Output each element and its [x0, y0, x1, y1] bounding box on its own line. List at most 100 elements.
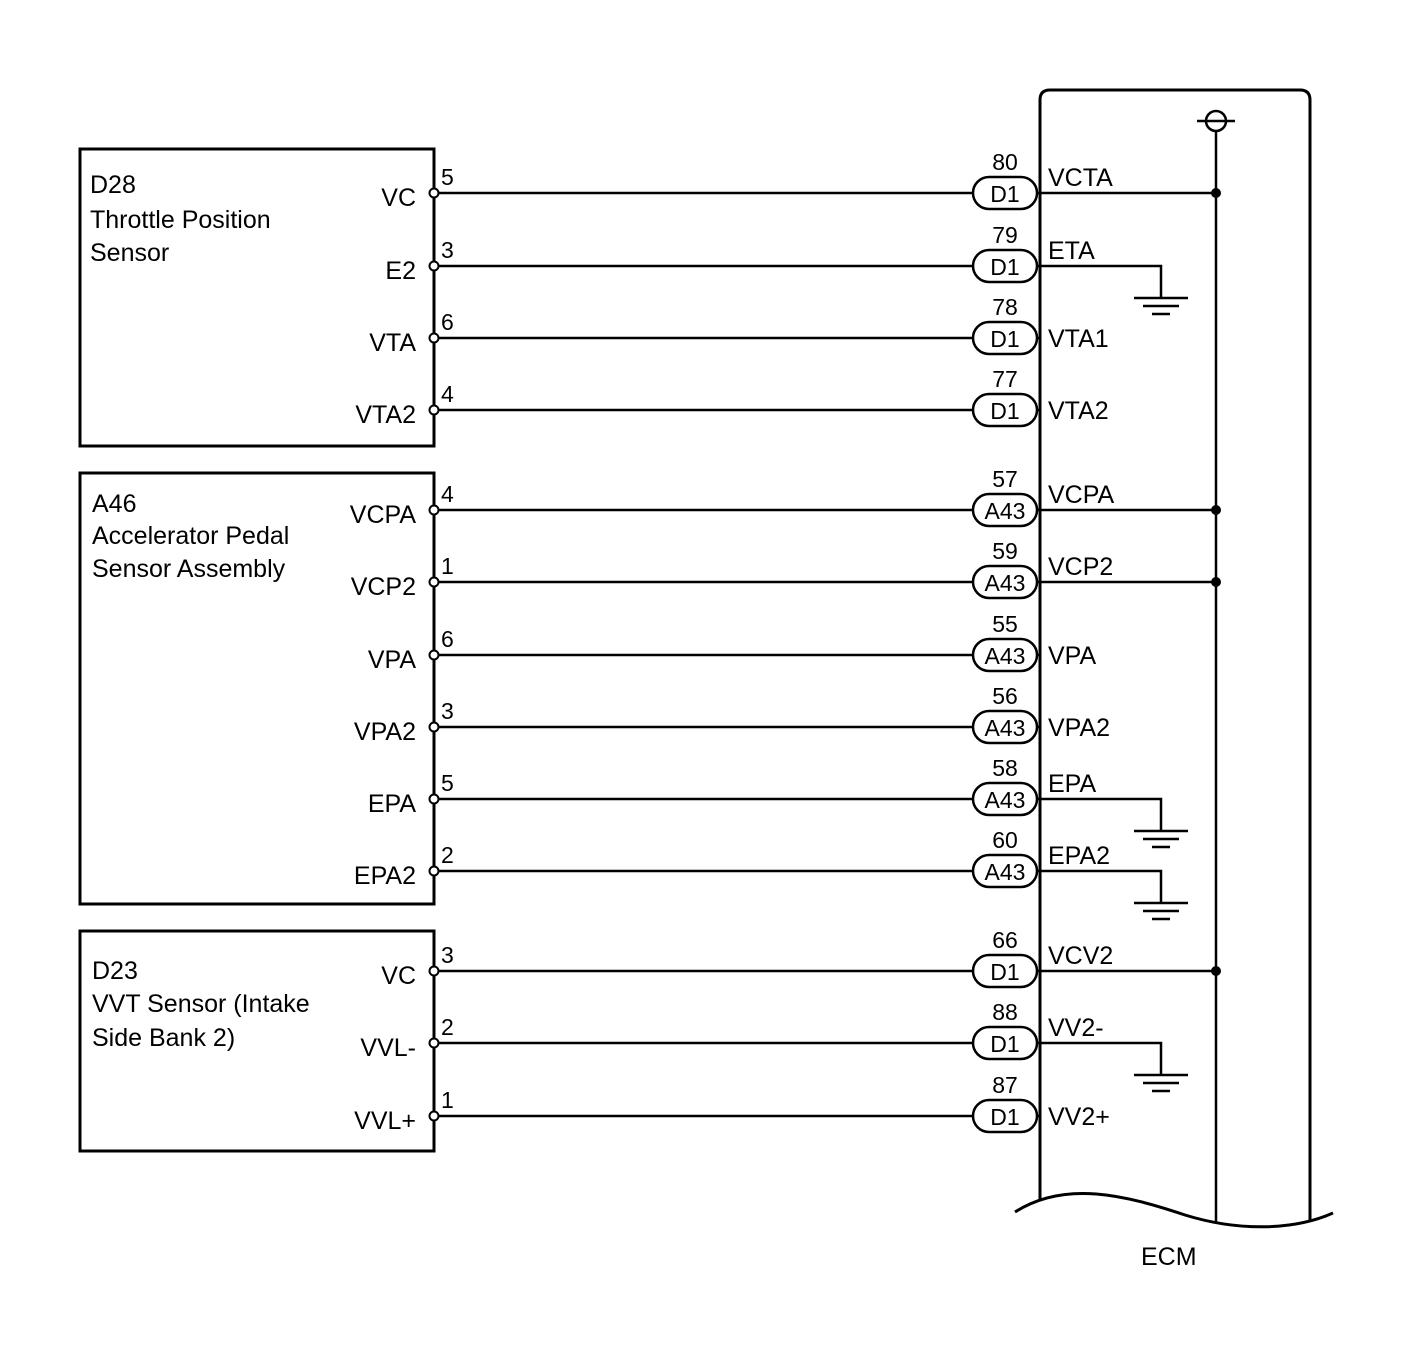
- pin-number: 3: [441, 942, 454, 968]
- junction-dot: [1211, 505, 1221, 515]
- pin-name: VC: [381, 962, 416, 990]
- component-box-a46: [78, 471, 436, 906]
- connector-code: A43: [985, 643, 1026, 669]
- pin-number: 4: [441, 481, 454, 507]
- ecm-signal-name: VPA2: [1048, 714, 1110, 742]
- connector-code: D1: [990, 326, 1019, 352]
- ecm-break-line: [1014, 1191, 1334, 1229]
- terminal-icon: [428, 504, 440, 516]
- component-name-line: Side Bank 2): [92, 1024, 235, 1052]
- ecm-signal-name: VCP2: [1048, 553, 1113, 581]
- connector-badge: [971, 320, 1039, 356]
- ecm-signal-name: VV2-: [1048, 1014, 1104, 1042]
- connector-code: A43: [985, 787, 1026, 813]
- component-name-line: Sensor Assembly: [92, 555, 286, 583]
- terminal-icon: [428, 649, 440, 661]
- terminal-icon: [428, 1110, 440, 1122]
- pin-number: 4: [441, 381, 454, 407]
- pin-number: 2: [441, 842, 454, 868]
- terminal-icon: [428, 187, 440, 199]
- component-box-d28: [78, 147, 436, 448]
- ground-icon: [1134, 829, 1188, 849]
- component-id: A46: [92, 490, 136, 518]
- ecm-pin-number: 88: [992, 999, 1018, 1025]
- ecm-label: ECM: [1141, 1243, 1197, 1271]
- pin-number: 3: [441, 698, 454, 724]
- ecm-signal-name: VTA2: [1048, 397, 1109, 425]
- component-name-line: Sensor: [90, 239, 169, 267]
- component-id: D28: [90, 171, 136, 199]
- components-layer: D28 Throttle Position Sensor A46 Acceler…: [78, 147, 436, 1153]
- connector-badge: [971, 853, 1039, 889]
- connector-code: D1: [990, 181, 1019, 207]
- junction-dot: [1211, 966, 1221, 976]
- pin-name: VTA: [369, 329, 416, 357]
- component-name-line: Accelerator Pedal: [92, 522, 289, 550]
- wire: [1040, 797, 1163, 831]
- wire: [1040, 869, 1163, 903]
- pin-number: 2: [441, 1014, 454, 1040]
- connector-badge: [971, 248, 1039, 284]
- connector-badge: [971, 953, 1039, 989]
- ecm-signal-name: EPA: [1048, 770, 1096, 798]
- component-d28: D28 Throttle Position Sensor: [78, 147, 436, 448]
- ecm-pin-number: 56: [992, 683, 1018, 709]
- connector-code: D1: [990, 1104, 1019, 1130]
- wire: [1040, 264, 1163, 298]
- component-a46: A46 Accelerator Pedal Sensor Assembly: [78, 471, 436, 906]
- wires-layer: VC5D180VCTAE23D179ETAVTA6D178VTA1VTA24D1…: [350, 149, 1221, 1135]
- ecm-pin-number: 79: [992, 222, 1018, 248]
- terminal-icon: [428, 332, 440, 344]
- ecm-signal-name: VV2+: [1048, 1103, 1110, 1131]
- ecm-signal-name: VPA: [1048, 642, 1096, 670]
- terminal-icon: [428, 1037, 440, 1049]
- connector-badge: [971, 175, 1039, 211]
- connector-code: A43: [985, 715, 1026, 741]
- terminal-icon: [428, 260, 440, 272]
- pin-name: EPA2: [354, 862, 416, 890]
- pin-number: 6: [441, 626, 454, 652]
- wire: [1040, 1041, 1163, 1075]
- ecm-pin-number: 55: [992, 611, 1018, 637]
- component-id: D23: [92, 957, 138, 985]
- ecm-outline: [1038, 88, 1312, 1220]
- connector-code: A43: [985, 570, 1026, 596]
- pin-number: 1: [441, 553, 454, 579]
- terminal-icon: [428, 721, 440, 733]
- ecm-pin-number: 77: [992, 366, 1018, 392]
- ecm-pin-number: 66: [992, 927, 1018, 953]
- connector-code: D1: [990, 959, 1019, 985]
- pin-name: VC: [381, 184, 416, 212]
- component-name-line: Throttle Position: [90, 206, 271, 234]
- connector-badge: [971, 637, 1039, 673]
- ecm-signal-name: VCTA: [1048, 164, 1113, 192]
- ecm-signal-name: VCV2: [1048, 942, 1113, 970]
- ecm-signal-name: VCPA: [1048, 481, 1115, 509]
- terminal-icon: [428, 965, 440, 977]
- connector-badge: [971, 709, 1039, 745]
- connector-badge: [971, 564, 1039, 600]
- pin-number: 3: [441, 237, 454, 263]
- connector-badge: [971, 492, 1039, 528]
- pin-name: VVL+: [354, 1107, 416, 1135]
- pin-name: VPA: [368, 646, 416, 674]
- pin-name: VTA2: [355, 401, 416, 429]
- pin-number: 5: [441, 164, 454, 190]
- component-name-line: VVT Sensor (Intake: [92, 990, 310, 1018]
- pin-name: VCPA: [350, 501, 417, 529]
- ecm-block: ECM: [1014, 88, 1334, 1271]
- pin-name: E2: [385, 257, 416, 285]
- ground-icon: [1134, 1073, 1188, 1093]
- ecm-pin-number: 78: [992, 294, 1018, 320]
- ecm-signal-name: VTA1: [1048, 325, 1109, 353]
- pin-name: VVL-: [360, 1034, 416, 1062]
